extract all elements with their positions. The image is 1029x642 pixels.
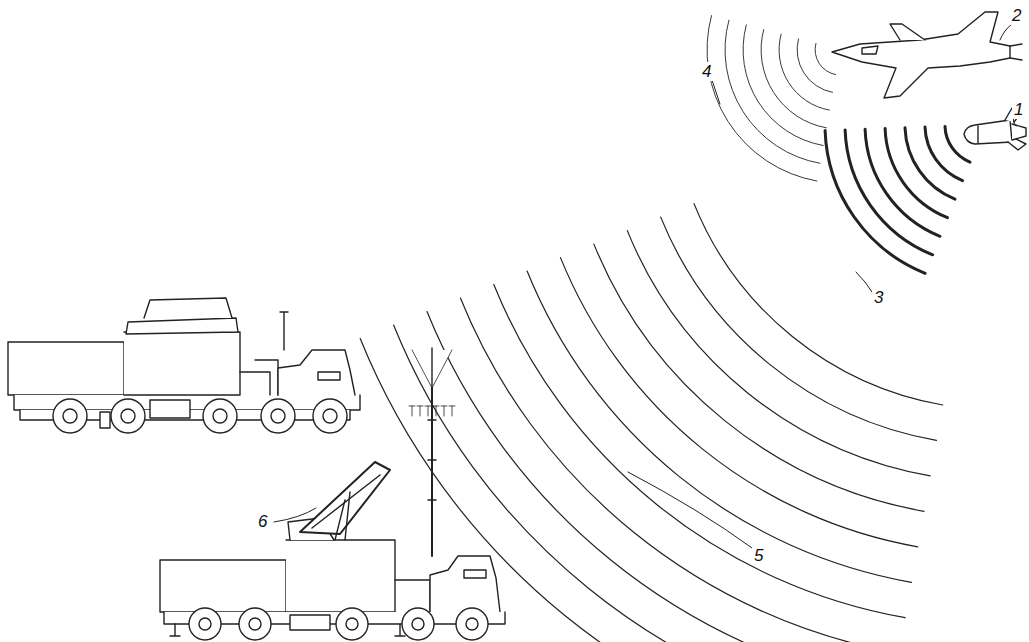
- wave-arc: [360, 339, 880, 642]
- callout-number: 2: [1010, 6, 1023, 25]
- antenna-element: [441, 406, 447, 416]
- antenna-element: [409, 406, 415, 416]
- wave-arc: [865, 129, 940, 236]
- wave-arc: [494, 285, 905, 618]
- wave-arc: [661, 217, 937, 440]
- wave-arc: [561, 258, 918, 547]
- wave-arc: [427, 312, 893, 642]
- callout-number: 3: [872, 288, 885, 307]
- antenna-element: [417, 406, 423, 416]
- wave-arc: [925, 127, 963, 181]
- wave-arc: [694, 204, 943, 405]
- callout-number: 4: [700, 62, 713, 81]
- antenna-element: [433, 406, 439, 416]
- wave-arc: [779, 34, 829, 110]
- wave-arc: [725, 20, 820, 163]
- wave-arc: [825, 131, 925, 274]
- antenna-element: [449, 406, 455, 416]
- leader-lines: [274, 24, 1016, 548]
- wave-arc: [845, 130, 933, 255]
- wave-arc: [527, 271, 911, 582]
- wave-arc: [707, 16, 817, 181]
- illuminator-truck: [160, 348, 505, 640]
- callout-number: 5: [752, 546, 765, 565]
- wave-arc: [460, 298, 899, 642]
- aircraft: [832, 12, 1022, 98]
- wave-arc: [761, 30, 826, 128]
- wave-arc: [594, 244, 924, 511]
- radar-truck: [8, 298, 360, 433]
- wave-arc: [394, 325, 887, 642]
- callout-number: 6: [256, 512, 269, 531]
- wave-arc: [905, 128, 955, 199]
- wave-arc: [815, 44, 836, 75]
- wave-arc: [627, 231, 930, 476]
- wave-arc: [797, 39, 832, 92]
- radio-waves: [360, 16, 970, 642]
- antenna-element: [425, 406, 431, 416]
- antenna-elements: [409, 406, 455, 416]
- callout-number: 1: [1012, 100, 1025, 119]
